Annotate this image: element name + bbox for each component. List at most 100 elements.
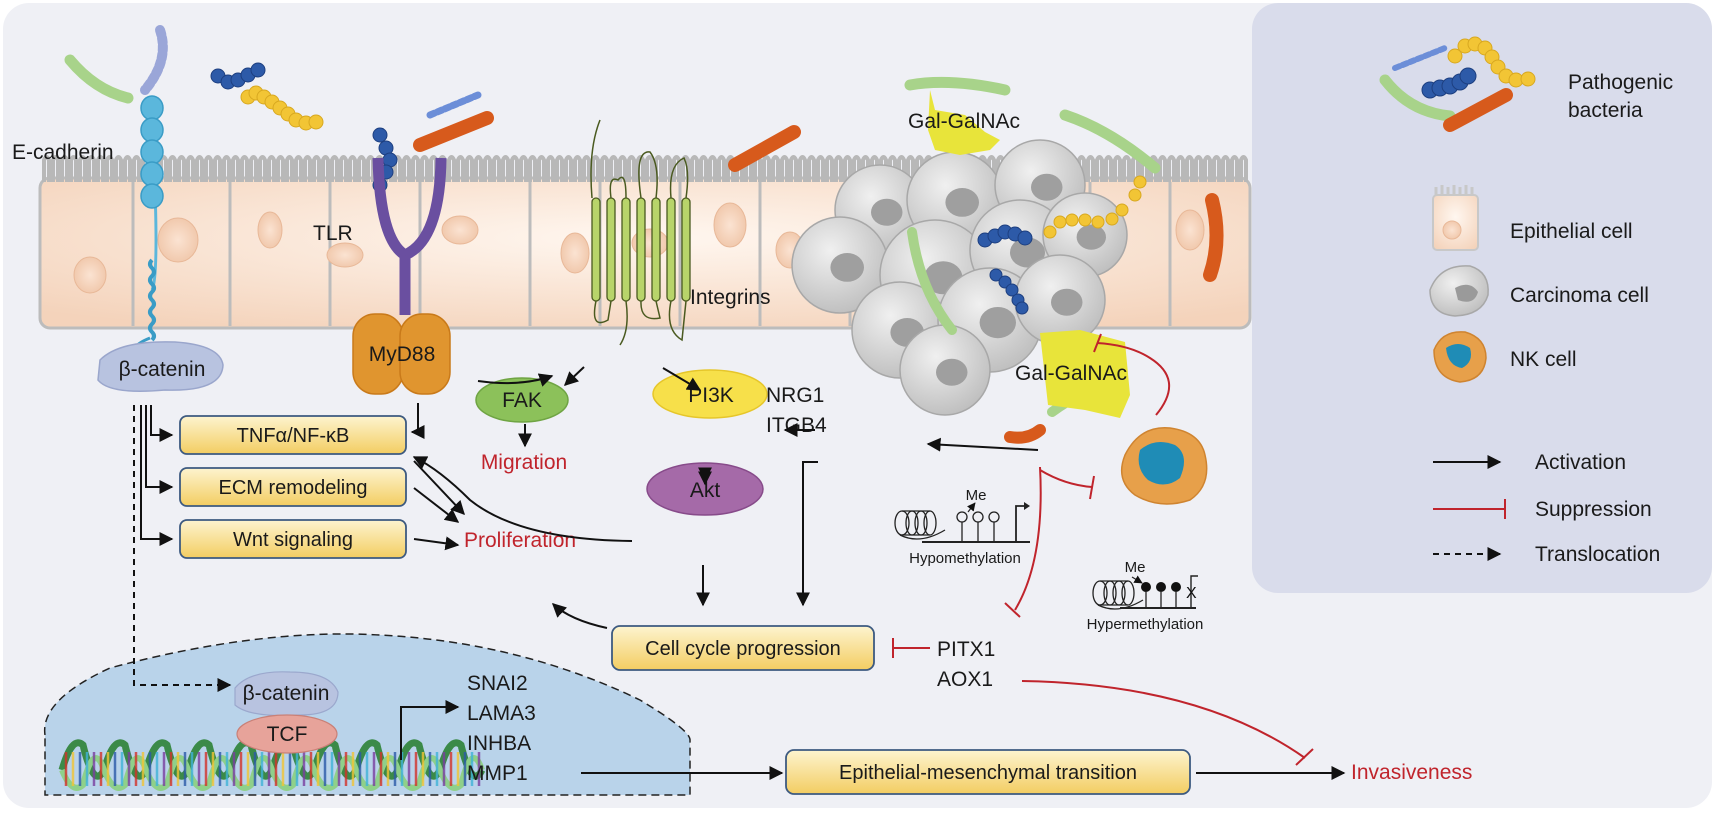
cell-nucleus: [1175, 209, 1205, 251]
svg-text:X: X: [1186, 585, 1197, 602]
gal-galnac-bottom-label: Gal-GalNAc: [1015, 362, 1127, 385]
legend-bacillus-blue-dashed: [1392, 45, 1448, 71]
carcinoma-nucleus: [1010, 237, 1045, 268]
coccus-yellow: [1043, 225, 1057, 239]
box-tnf-label: TNFα/NF-κB: [237, 425, 350, 447]
coccus-yellow: [308, 114, 324, 130]
akt-label: Akt: [690, 479, 721, 502]
box-ecm: ECM remodeling: [179, 467, 407, 507]
ecadherin-label: E-cadherin: [12, 141, 114, 164]
legend-nk-label: NK cell: [1510, 348, 1577, 371]
legend-coccus-blue: [1459, 67, 1477, 85]
bacillus-blue-dashed: [426, 91, 482, 119]
box-emt-label: Epithelial-mesenchymal transition: [839, 762, 1137, 784]
coccus-yellow: [1115, 203, 1129, 217]
target-gene-mmp1: MMP1: [467, 762, 528, 785]
legend-coccus-yellow: [1447, 48, 1463, 64]
hypomethylation-diagram: [894, 502, 1030, 543]
legend-carcinoma-icon: [1429, 265, 1489, 317]
hypo-me-label: Me: [966, 487, 987, 504]
integrin-helix: [666, 197, 676, 302]
coccus-yellow: [1105, 212, 1119, 226]
carcinoma-nucleus: [1031, 173, 1063, 201]
tcf-label: TCF: [267, 723, 308, 746]
bacillus-orange: [413, 111, 494, 152]
coccus-blue: [250, 62, 266, 78]
box-cell-cycle-label: Cell cycle progression: [645, 638, 841, 660]
hypermethylation-label: Hypermethylation: [1087, 616, 1204, 633]
outcome-invasiveness: Invasiveness: [1351, 761, 1472, 784]
target-gene-inhba: INHBA: [467, 732, 531, 755]
gal-galnac-top-shape: [928, 90, 1000, 155]
gal-galnac-bottom-shape: [1040, 330, 1130, 418]
ecadherin-receptor: [132, 95, 167, 384]
nk-cell: [1120, 427, 1208, 505]
beta-catenin-protein: [97, 341, 224, 392]
coccus-blue: [372, 127, 388, 143]
hyper-me-label: Me: [1125, 559, 1146, 576]
hypomethylation-label: Hypomethylation: [909, 550, 1021, 567]
bacillus-orange: [728, 125, 801, 172]
legend-bacillus-green: [1379, 74, 1456, 122]
coccus-yellow: [1078, 213, 1092, 227]
legend-suppression-label: Suppression: [1535, 498, 1652, 521]
bacillus-orange: [1203, 193, 1224, 282]
coccus-blue: [1005, 283, 1019, 297]
gene-itgb4: ITGB4: [766, 414, 827, 437]
integrin-helix: [636, 197, 646, 302]
box-wnt-label: Wnt signaling: [233, 529, 353, 551]
integrin-helix: [681, 197, 691, 302]
legend-bacteria-label-1: Pathogenic: [1568, 71, 1673, 94]
beta-catenin-label: β-catenin: [119, 358, 206, 381]
cell-nucleus: [157, 217, 199, 263]
dna-strand: [59, 755, 485, 791]
carcinoma-nucleus: [979, 307, 1016, 339]
tlr-receptor: [372, 157, 447, 315]
carcinoma-nucleus: [945, 188, 979, 217]
outcome-proliferation: Proliferation: [464, 529, 576, 552]
carcinoma-nucleus: [871, 198, 903, 226]
bacillus-green: [64, 54, 134, 104]
gene-aox1: AOX1: [937, 668, 993, 691]
dna-helix-strands: [58, 739, 486, 791]
ecadherin-bead: [140, 117, 164, 143]
cell-nucleus: [257, 211, 283, 249]
bacillus-orange: [1004, 424, 1046, 444]
nuclear-beta-catenin-label: β-catenin: [243, 682, 330, 705]
coccus-blue: [1015, 301, 1029, 315]
legend-suppression-line: [1433, 499, 1506, 519]
pi3k-protein: [652, 369, 768, 419]
activation-arrows: [140, 366, 1346, 780]
legend-epithelial-label: Epithelial cell: [1510, 220, 1633, 243]
cell-nucleus: [326, 242, 364, 268]
myd88-protein: [352, 313, 451, 395]
integrin-loops: [590, 119, 689, 346]
outcome-migration: Migration: [481, 451, 567, 474]
tcf-protein: [236, 714, 338, 754]
bacillus-green: [907, 227, 957, 335]
fak-protein: [475, 377, 569, 423]
integrins-label: Integrins: [690, 286, 771, 309]
integrin-helix: [606, 197, 616, 302]
tlr-label: TLR: [313, 222, 353, 245]
target-gene-lama3: LAMA3: [467, 702, 536, 725]
legend-carcinoma-label: Carcinoma cell: [1510, 284, 1649, 307]
legend-coccus-yellow: [1520, 71, 1536, 87]
translocation-arrow: [133, 405, 232, 692]
box-wnt: Wnt signaling: [179, 519, 407, 559]
legend-bacteria-label-2: bacteria: [1568, 99, 1643, 122]
legend-bacillus-orange: [1443, 88, 1513, 132]
ecadherin-bead: [140, 139, 164, 165]
integrin-helix: [591, 197, 601, 302]
coccus-yellow: [1053, 215, 1067, 229]
integrins: [590, 119, 691, 346]
coccus-blue: [989, 268, 1003, 282]
ecadherin-bead: [140, 95, 164, 121]
nuclear-beta-catenin-shape: [234, 671, 339, 717]
box-tnf: TNFα/NF-κB: [179, 415, 407, 455]
ecadherin-bead: [140, 183, 164, 209]
hypermethylation-diagram: X: [1092, 575, 1198, 610]
myd88-label: MyD88: [369, 343, 436, 366]
